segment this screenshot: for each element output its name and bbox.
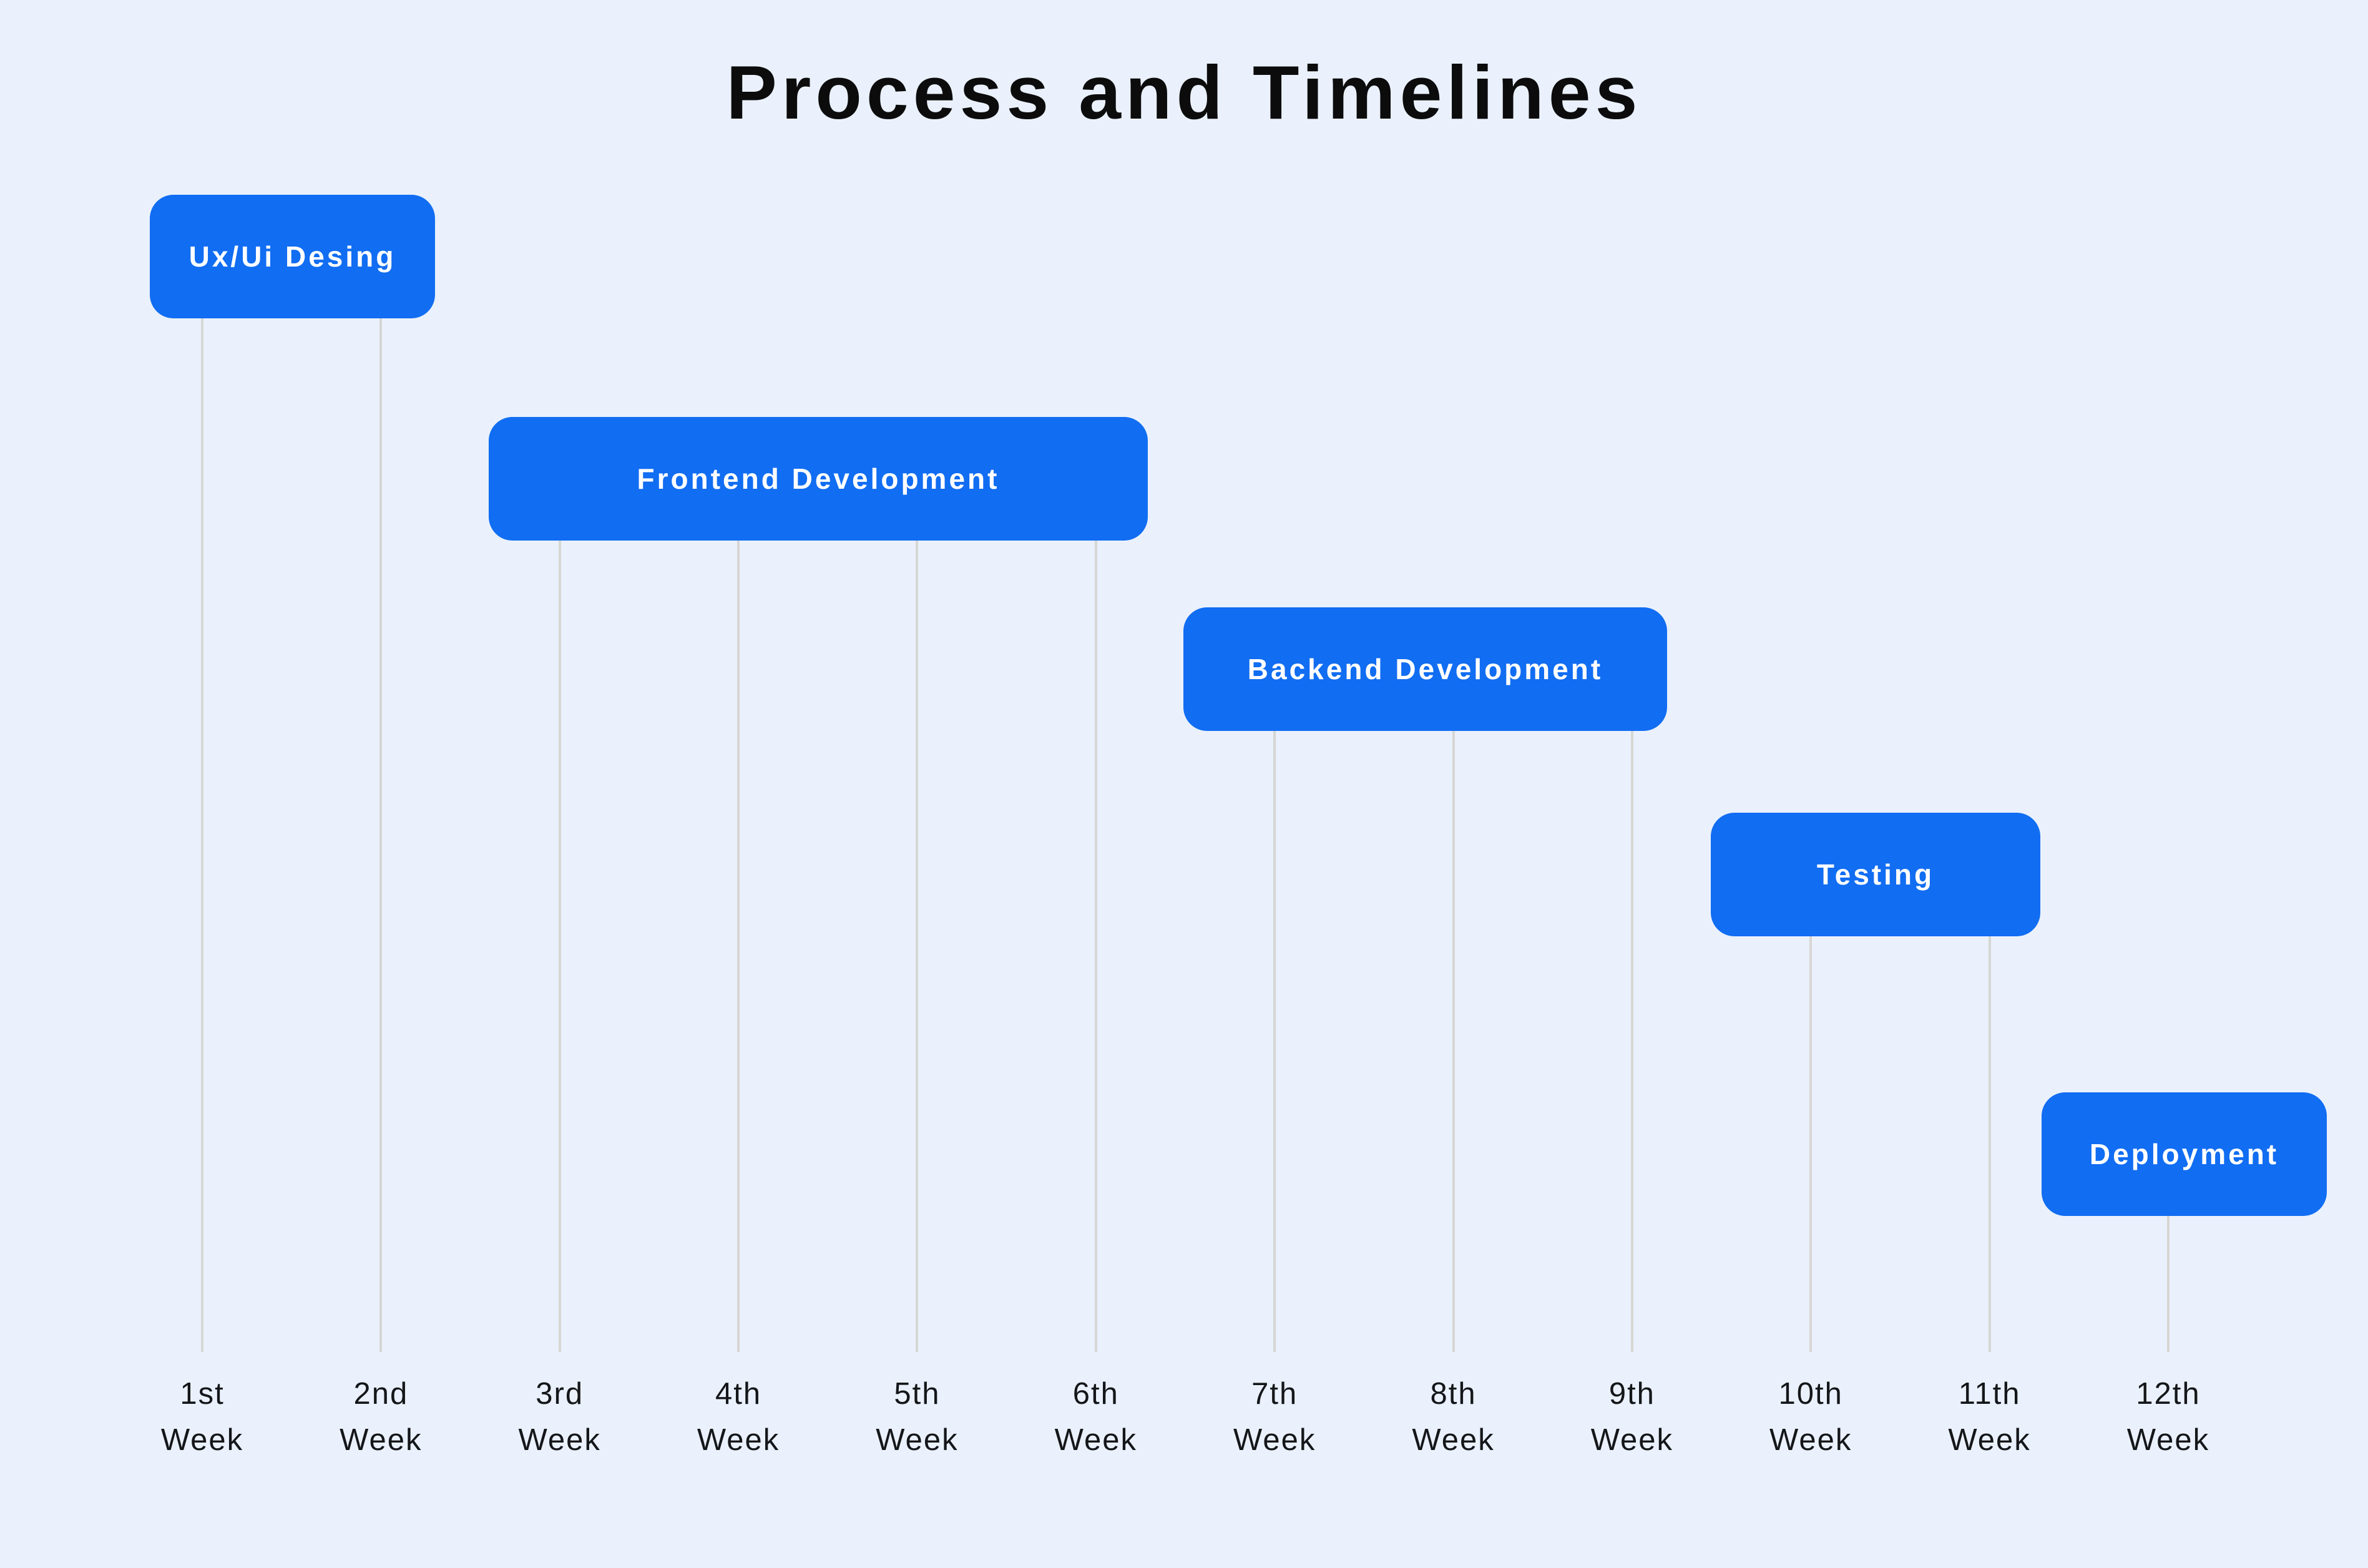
week-ordinal: 10th — [1778, 1377, 1843, 1411]
task-bar-frontend-development: Frontend Development — [489, 417, 1148, 541]
week-connector-line — [737, 541, 740, 1352]
task-bar-label: Frontend Development — [637, 463, 1000, 495]
task-bar-label: Backend Development — [1247, 653, 1603, 685]
week-word: Week — [160, 1423, 244, 1457]
week-connector-line — [1988, 936, 1991, 1352]
chart-title: Process and Timelines — [726, 50, 1642, 135]
week-word: Week — [1233, 1423, 1316, 1457]
task-bar-backend-development: Backend Development — [1183, 607, 1667, 731]
week-connector-line — [1094, 541, 1097, 1352]
week-connector-line — [2166, 1216, 2170, 1352]
week-ordinal: 5th — [894, 1377, 941, 1411]
week-ordinal: 2nd — [353, 1377, 409, 1411]
week-connector-line — [1809, 936, 1813, 1352]
week-word: Week — [518, 1423, 601, 1457]
week-ordinal: 1st — [180, 1377, 225, 1411]
week-connector-line — [1630, 731, 1633, 1352]
week-ordinal: 8th — [1430, 1377, 1477, 1411]
week-word: Week — [697, 1423, 780, 1457]
week-connector-line — [1273, 731, 1276, 1352]
task-bar-label: Testing — [1816, 858, 1935, 891]
week-word: Week — [2126, 1423, 2210, 1457]
task-bar-label: Deployment — [2089, 1138, 2279, 1170]
week-connector-line — [1452, 731, 1455, 1352]
week-connector-line — [379, 318, 383, 1352]
week-word: Week — [1412, 1423, 1495, 1457]
week-connector-line — [916, 541, 919, 1352]
week-ordinal: 11th — [1958, 1377, 2021, 1411]
week-ordinal: 9th — [1608, 1377, 1655, 1411]
task-bar-deployment: Deployment — [2042, 1092, 2327, 1216]
week-word: Week — [1054, 1423, 1137, 1457]
week-ordinal: 3rd — [536, 1377, 584, 1411]
week-word: Week — [876, 1423, 959, 1457]
task-bar-ux-ui-desing: Ux/Ui Desing — [150, 195, 435, 318]
task-bar-label: Ux/Ui Desing — [188, 240, 396, 273]
week-word: Week — [340, 1423, 423, 1457]
week-word: Week — [1590, 1423, 1674, 1457]
week-connector-line — [558, 541, 561, 1352]
week-ordinal: 7th — [1251, 1377, 1298, 1411]
week-ordinal: 4th — [715, 1377, 762, 1411]
week-connector-line — [201, 318, 203, 1352]
week-word: Week — [1769, 1423, 1852, 1457]
week-ordinal: 12th — [2136, 1377, 2201, 1411]
week-word: Week — [1948, 1423, 2031, 1457]
task-bar-testing: Testing — [1711, 813, 2040, 936]
week-ordinal: 6th — [1072, 1377, 1119, 1411]
